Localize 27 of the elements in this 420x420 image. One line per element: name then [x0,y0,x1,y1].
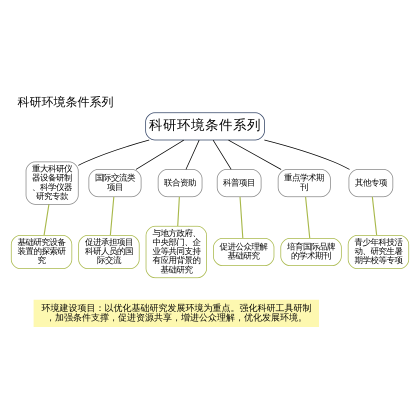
connector [228,140,282,170]
node-box: 重大科研仪器设备研制、科学仪器研究专款 [26,162,79,205]
node-box: 其他专项 [348,169,394,198]
node-box: 基础研究设备装置的探索研究 [10,234,72,270]
node-box: 促进承担项目科研人员的国际交流 [78,234,140,270]
connector [264,140,350,170]
connector [110,196,114,236]
node-box: 与地方政府、中央部门、企业等共同支持有应用背景的基础研究 [146,226,207,278]
connector [305,196,310,238]
node-box: 促进公众理解基础研究 [213,238,274,266]
connector [212,140,232,170]
node-box: 培育国际品牌的学术期刊 [280,238,342,266]
connector [78,140,150,166]
connector [239,196,244,238]
connector [44,204,50,236]
connector [136,140,184,170]
node-box: 科普项目 [216,169,262,198]
connector [186,140,200,170]
connector [177,196,180,226]
connector [372,196,378,236]
node-box: 科研环境条件系列 [145,112,265,140]
label: 环境建设项目：以优化基础研究发展环境为重点。强化科研工具研制，加强条件支撑，促进资源共享，增进公众理解，优化发展环境。 [41,304,312,324]
node-box: 联合资助 [158,169,202,198]
node-box: 青少年科技活动、研究生暑期学校等专项 [348,234,410,270]
node-box: 国际交流类项目 [88,169,142,198]
node-box: 重点学术期刊 [278,169,331,198]
diagram-title: 科研环境条件系列 [17,94,114,109]
